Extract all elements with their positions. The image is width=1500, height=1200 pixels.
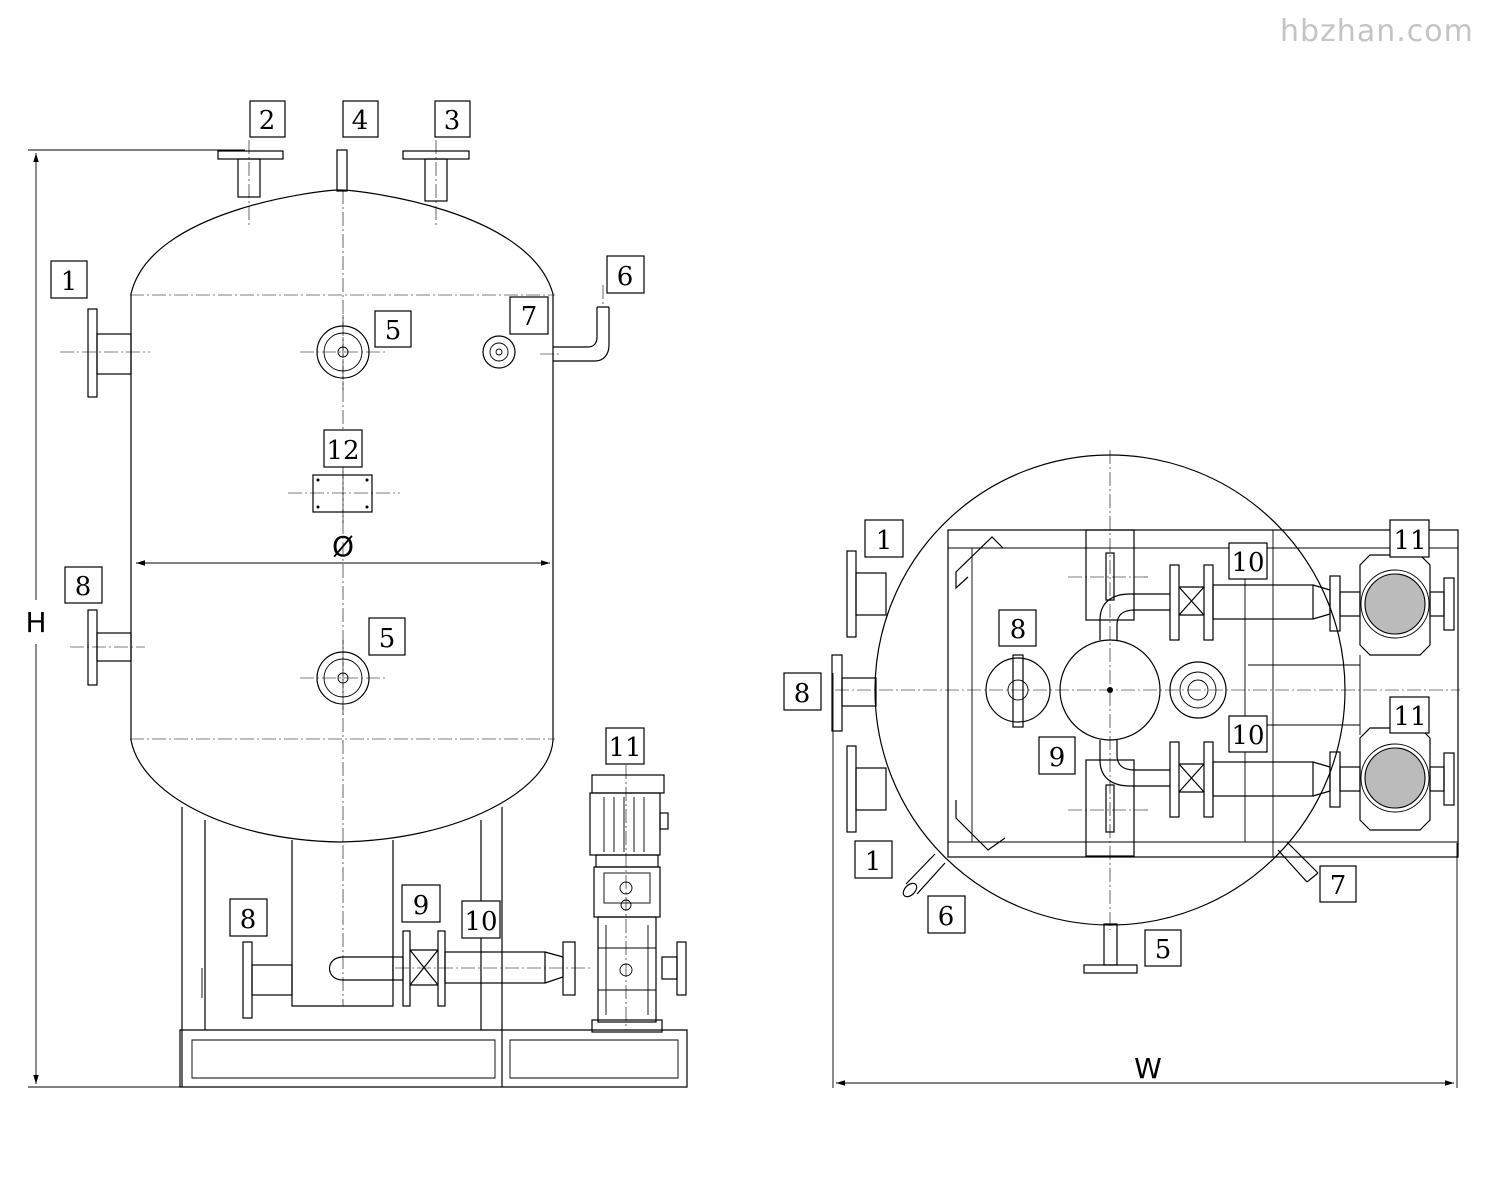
top-view: W — [783, 450, 1460, 1088]
nozzle-1 — [60, 308, 150, 398]
bottom-column — [291, 840, 394, 1007]
label-10: 10 — [464, 907, 497, 937]
central-column-plan — [985, 529, 1227, 857]
label-5-upper: 5 — [385, 316, 402, 346]
nameplate-12 — [288, 465, 400, 525]
label-11: 11 — [608, 733, 641, 763]
label-4: 4 — [352, 106, 369, 136]
label-6: 6 — [617, 262, 634, 292]
label-5-plan: 5 — [1155, 935, 1172, 965]
label-1-upper: 1 — [876, 526, 893, 556]
port-7 — [482, 335, 516, 369]
nozzle-2 — [217, 140, 284, 225]
nozzle-8-lower — [242, 941, 293, 1019]
diameter-dimension: Ø — [136, 530, 550, 566]
front-labels: 2 4 3 1 5 7 6 12 8 5 11 8 9 10 — [50, 100, 645, 939]
nozzle-5-plan — [1083, 923, 1138, 974]
nozzle-1-upper-plan — [846, 550, 887, 638]
nozzle-1-lower-plan — [846, 745, 887, 833]
manway-5-upper — [300, 315, 388, 390]
vessel-body — [130, 189, 555, 845]
label-9: 9 — [413, 891, 430, 921]
label-1: 1 — [61, 267, 78, 297]
pipe-6-plan — [902, 853, 946, 898]
label-7: 7 — [521, 302, 538, 332]
pipe-6 — [540, 285, 610, 362]
label-12: 12 — [326, 436, 359, 466]
label-7-plan: 7 — [1330, 871, 1347, 901]
label-3: 3 — [444, 106, 461, 136]
nozzle-8-upper — [70, 609, 145, 686]
label-5-lower: 5 — [379, 624, 396, 654]
pipe-7-plan — [1277, 841, 1319, 883]
nozzle-4 — [336, 149, 348, 192]
pump-11 — [589, 765, 687, 1033]
label-8-left: 8 — [794, 679, 811, 709]
pump-branch-lower — [1099, 727, 1455, 831]
dim-height-label: H — [25, 606, 46, 639]
label-2: 2 — [259, 106, 276, 136]
label-10-lower: 10 — [1231, 721, 1264, 751]
label-8-lower: 8 — [240, 905, 257, 935]
label-1-lower: 1 — [865, 847, 882, 877]
pump-branch-upper — [1099, 554, 1455, 656]
front-view: H Ø — [20, 100, 688, 1088]
label-9-plan: 9 — [1049, 743, 1066, 773]
manway-5-lower — [300, 640, 388, 715]
label-11-lower: 11 — [1393, 702, 1426, 732]
suction-pipe — [328, 930, 590, 1007]
dim-width-label: W — [1134, 1052, 1162, 1085]
label-8-center: 8 — [1010, 615, 1027, 645]
top-labels: 1 8 1 6 5 7 8 9 10 10 11 11 — [783, 519, 1430, 967]
support-frame — [179, 807, 688, 1088]
label-6-plan: 6 — [938, 902, 955, 932]
dim-diameter-label: Ø — [332, 530, 354, 563]
nozzle-8-plan — [831, 654, 877, 732]
label-10-upper: 10 — [1231, 548, 1264, 578]
label-8-upper: 8 — [75, 572, 92, 602]
nozzle-3 — [402, 140, 470, 225]
watermark: hbzhan.com — [1280, 14, 1474, 49]
vessel-plan — [835, 450, 1460, 930]
label-11-upper: 11 — [1393, 526, 1426, 556]
height-dimension: H — [20, 149, 245, 1088]
width-dimension: W — [832, 673, 1458, 1088]
